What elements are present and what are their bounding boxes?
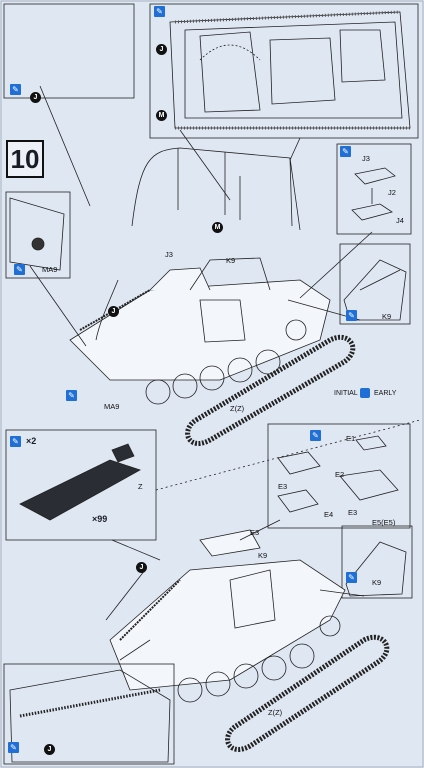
label-k9-lower: K9	[258, 551, 268, 560]
callout-k9-lower	[341, 525, 413, 599]
label-e5: E5(E5)	[372, 518, 396, 527]
cement-icon: ✎	[346, 310, 357, 321]
callout-bottom-left	[3, 663, 175, 765]
marker-m: M	[212, 222, 223, 233]
label-z: Z	[138, 482, 143, 491]
step-number: 10	[6, 140, 44, 178]
label-e4: E4	[324, 510, 334, 519]
label-j4: J4	[396, 216, 404, 225]
cement-icon: ✎	[66, 390, 77, 401]
label-j3: J3	[165, 250, 173, 259]
cement-icon: ✎	[14, 264, 25, 275]
callout-k9-upper	[339, 243, 411, 325]
quantity-x99: ×99	[92, 514, 108, 524]
marker-j: J	[30, 92, 41, 103]
label-j3-callout: J3	[362, 154, 370, 163]
label-e3-c: E3	[250, 528, 260, 537]
callout-top-left	[3, 3, 135, 99]
version-switch-icon	[360, 388, 370, 398]
label-e2: E2	[335, 470, 345, 479]
cement-icon: ✎	[10, 436, 21, 447]
quantity-x2: ×2	[26, 436, 37, 446]
label-j2: J2	[388, 188, 396, 197]
label-e3-b: E3	[348, 508, 358, 517]
marker-j-lower: J	[136, 562, 147, 573]
cement-icon: ✎	[310, 430, 321, 441]
callout-track-links	[5, 429, 157, 541]
cement-icon: ✎	[10, 84, 21, 95]
label-k9-lower-callout: K9	[372, 578, 382, 587]
cement-icon: ✎	[340, 146, 351, 157]
label-k9: K9	[226, 256, 236, 265]
vehicle-lower	[105, 529, 346, 703]
callout-hull-interior	[149, 3, 419, 139]
marker-j-bottom: J	[44, 744, 55, 755]
legend-initial: INITIAL	[334, 390, 358, 397]
track-lower	[225, 634, 390, 752]
callout-j2-j4	[336, 143, 412, 235]
track-upper	[185, 334, 356, 446]
label-z-z-upper: Z(Z)	[230, 404, 245, 413]
cement-icon: ✎	[154, 6, 165, 17]
cement-icon: ✎	[346, 572, 357, 583]
label-z-z-lower: Z(Z)	[268, 708, 283, 717]
vehicle-upper	[69, 257, 331, 405]
antenna-frame-upper	[131, 147, 301, 231]
label-ma9: MA9	[104, 402, 120, 411]
label-e3-a: E3	[278, 482, 288, 491]
label-e1: E1	[346, 434, 356, 443]
marker-m-hull: M	[156, 110, 167, 121]
label-k9-callout: K9	[382, 312, 392, 321]
legend-early: EARLY	[374, 390, 397, 397]
marker-j-hull: J	[156, 44, 167, 55]
cement-icon: ✎	[8, 742, 19, 753]
marker-j-antenna: J	[108, 306, 119, 317]
label-ma9-callout: MA9	[42, 265, 58, 274]
callout-e-parts	[267, 423, 411, 529]
